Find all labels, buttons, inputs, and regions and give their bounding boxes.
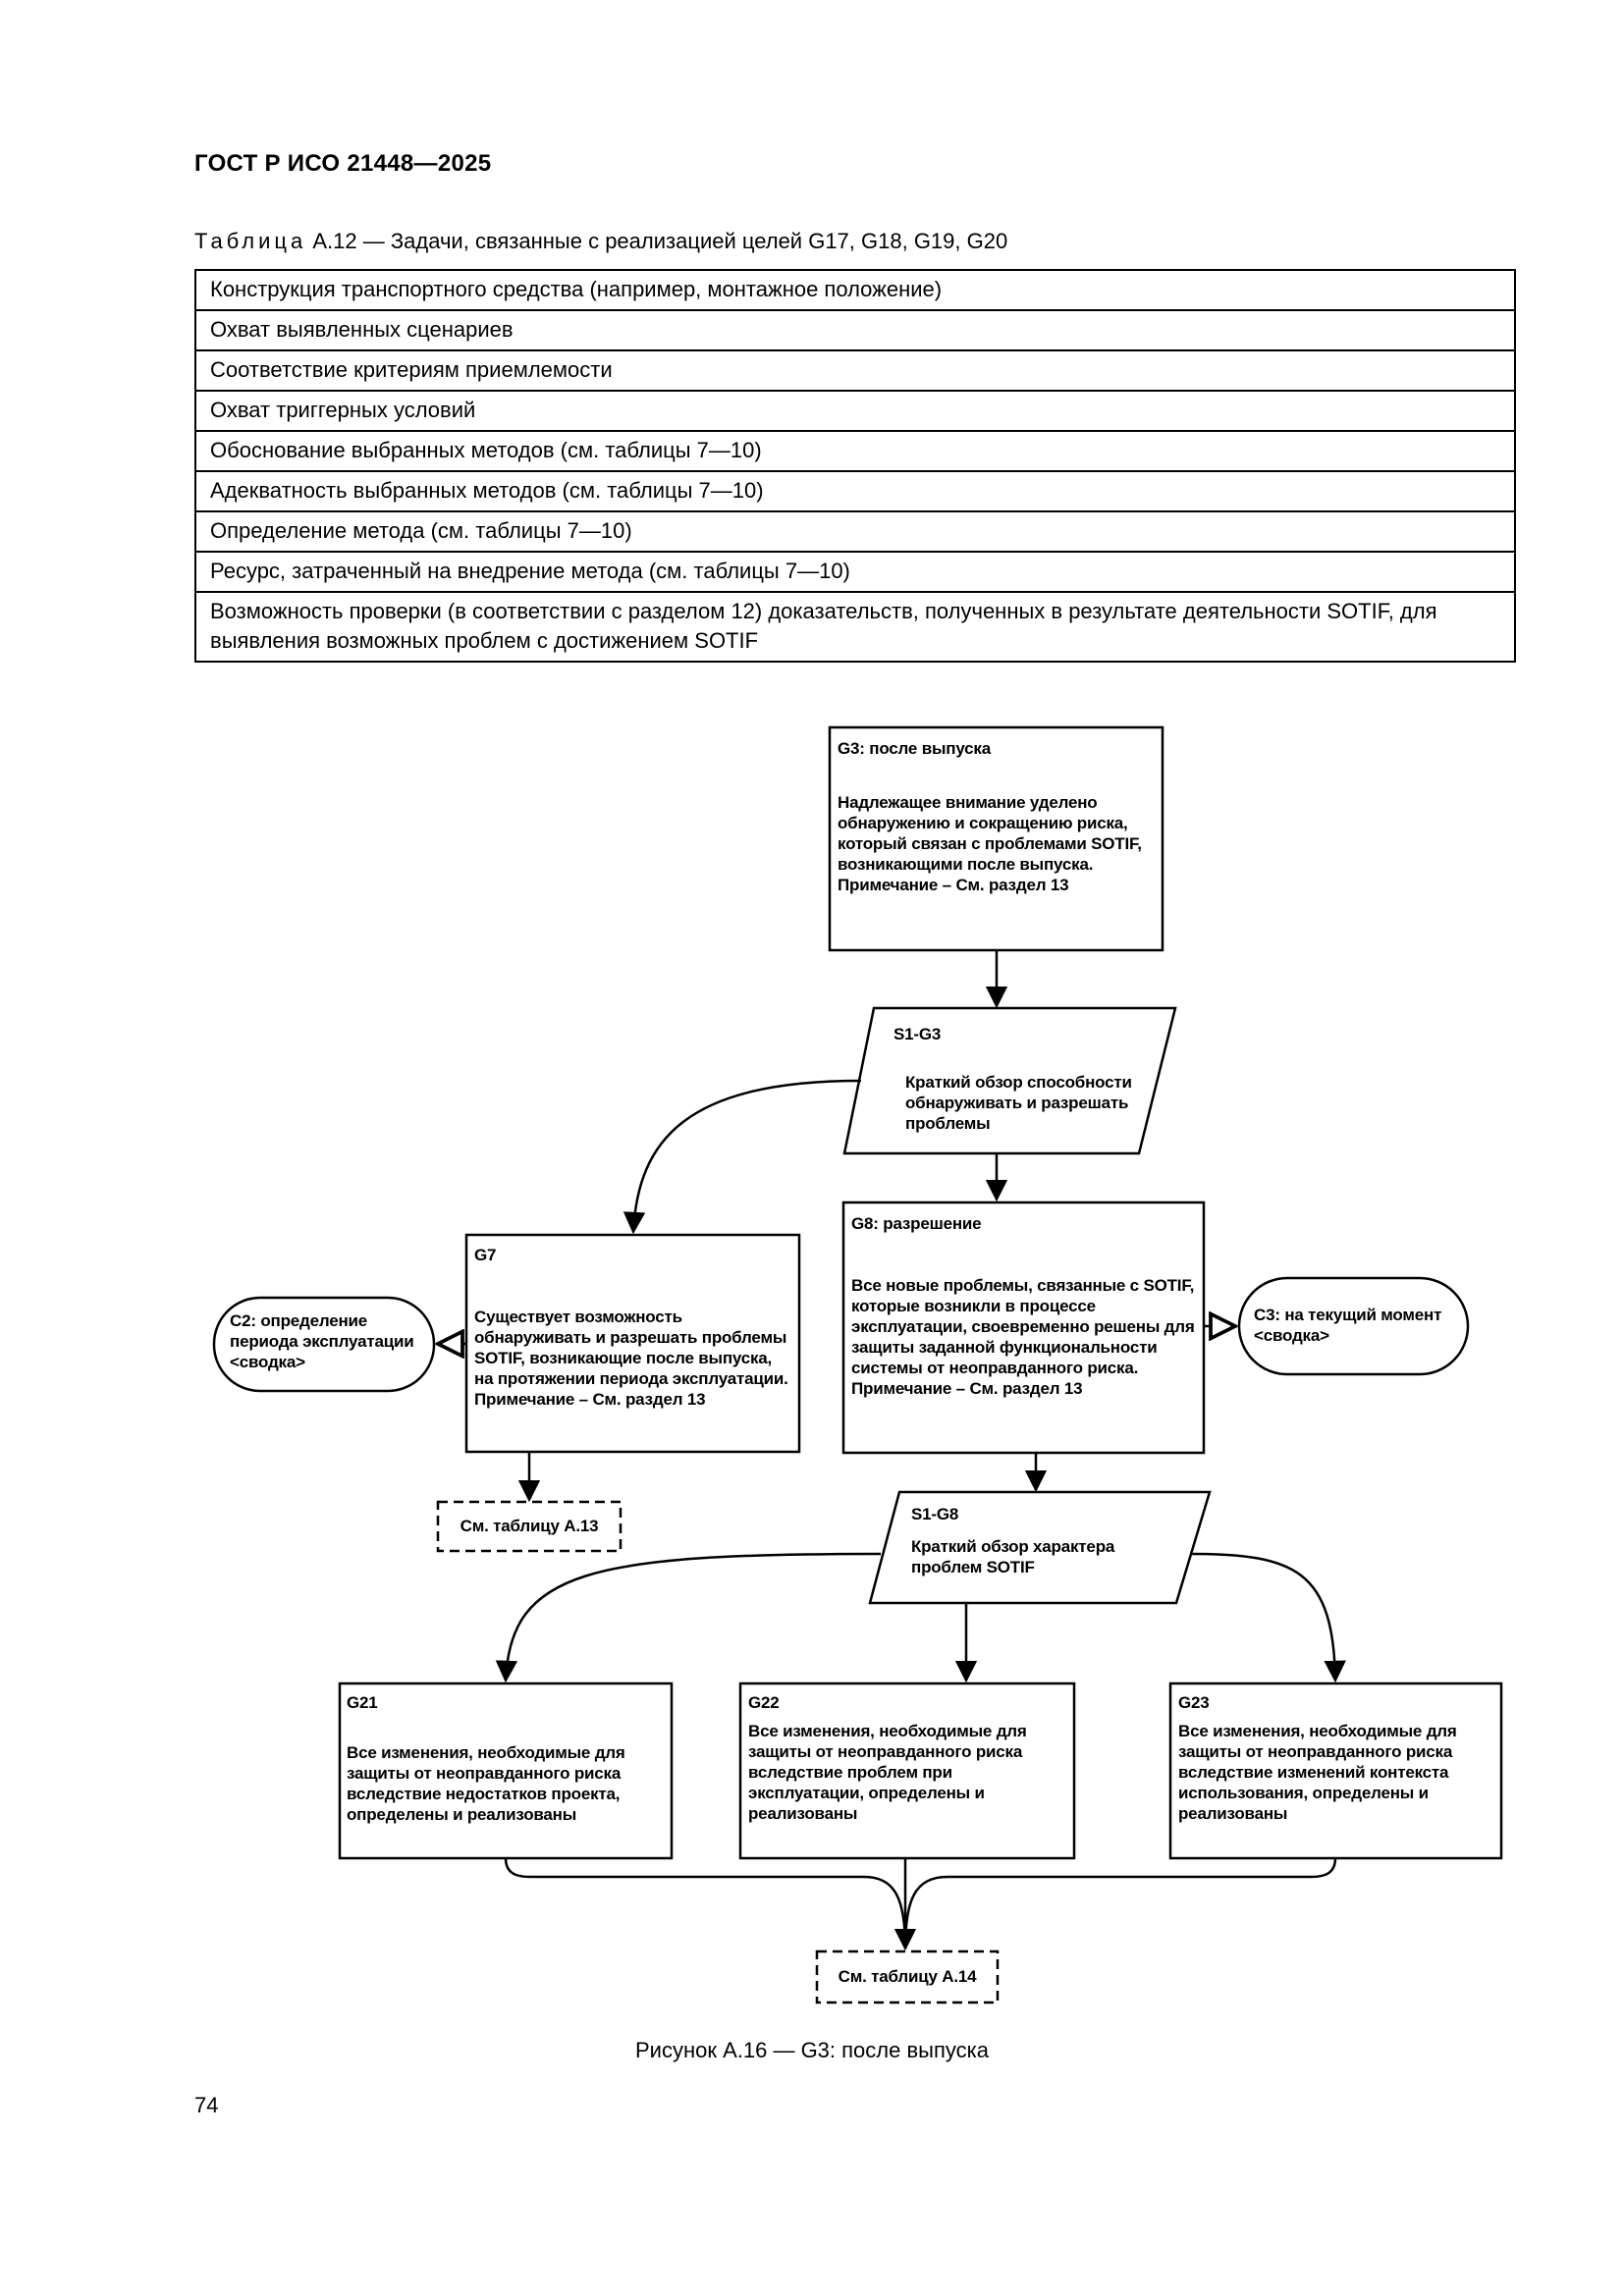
g7-note: Примечание – См. раздел 13 bbox=[474, 1390, 706, 1409]
s1-g8-title: S1-G8 bbox=[911, 1505, 959, 1523]
c2-context-shape bbox=[212, 1296, 436, 1393]
s1-g3-strategy-text: S1-G3 Краткий обзор способности обнаружи… bbox=[893, 1024, 1151, 1134]
g8-body: Все новые проблемы, связанные с SOTIF, к… bbox=[851, 1276, 1195, 1377]
table-cell: Соответствие критериям приемлемости bbox=[194, 349, 1516, 392]
table-row: Обоснование выбранных методов (см. табли… bbox=[194, 430, 1516, 472]
page-number: 74 bbox=[194, 2093, 219, 2117]
table-cell: Определение метода (см. таблицы 7—10) bbox=[194, 510, 1516, 553]
table-row: Охват триггерных условий bbox=[194, 390, 1516, 432]
table-row: Соответствие критериям приемлемости bbox=[194, 349, 1516, 392]
g21-title: G21 bbox=[347, 1693, 378, 1712]
document-header: ГОСТ Р ИСО 21448—2025 bbox=[194, 150, 492, 177]
connector-goals-to-ref-a14-right bbox=[903, 1857, 1337, 1949]
g23-goal-text: G23 Все изменения, необходимые для защит… bbox=[1178, 1692, 1494, 1824]
c2-context-text: C2: определение периода эксплуатации <св… bbox=[230, 1311, 414, 1371]
g23-goal-box bbox=[1168, 1682, 1503, 1860]
g22-goal-text: G22 Все изменения, необходимые для защит… bbox=[748, 1692, 1067, 1824]
g8-goal-box bbox=[841, 1201, 1206, 1455]
s1-g8-strategy-text: S1-G8 Краткий обзор характера проблем SO… bbox=[911, 1504, 1176, 1577]
ref-a14-text: См. таблицу А.14 bbox=[838, 1967, 977, 1986]
g8-note: Примечание – См. раздел 13 bbox=[851, 1379, 1083, 1398]
table-row: Определение метода (см. таблицы 7—10) bbox=[194, 510, 1516, 553]
g21-body: Все изменения, необходимые для защиты от… bbox=[347, 1743, 625, 1824]
table-cell: Ресурс, затраченный на внедрение метода … bbox=[194, 551, 1516, 593]
table-caption-title: А.12 — Задачи, связанные с реализацией ц… bbox=[306, 229, 1008, 253]
table-cell: Адекватность выбранных методов (см. табл… bbox=[194, 470, 1516, 512]
g7-body: Существует возможность обнаруживать и ра… bbox=[474, 1308, 788, 1388]
tasks-table: Конструкция транспортного средства (напр… bbox=[194, 269, 1516, 663]
g21-goal-text: G21 Все изменения, необходимые для защит… bbox=[347, 1692, 666, 1825]
table-row: Конструкция транспортного средства (напр… bbox=[194, 269, 1516, 311]
g3-goal-text: G3: после выпуска Надлежащее внимание уд… bbox=[838, 738, 1157, 895]
figure-caption: Рисунок А.16 — G3: после выпуска bbox=[635, 2038, 989, 2062]
g3-note: Примечание – См. раздел 13 bbox=[838, 876, 1069, 894]
table-cell: Охват триггерных условий bbox=[194, 390, 1516, 432]
connector-s1-g8-to-g21 bbox=[495, 1552, 882, 1683]
g7-goal-box bbox=[464, 1233, 801, 1454]
table-row: Охват выявленных сценариев bbox=[194, 309, 1516, 351]
s1-g8-body: Краткий обзор характера проблем SOTIF bbox=[911, 1537, 1115, 1576]
g3-title: G3: после выпуска bbox=[838, 739, 991, 758]
s1-g3-title: S1-G3 bbox=[893, 1025, 942, 1043]
g22-title: G22 bbox=[748, 1693, 780, 1712]
g7-title: G7 bbox=[474, 1246, 497, 1264]
table-cell: Возможность проверки (в соответствии с р… bbox=[194, 591, 1516, 663]
g23-title: G23 bbox=[1178, 1693, 1210, 1712]
g8-goal-text: G8: разрешение Все новые проблемы, связа… bbox=[851, 1213, 1197, 1399]
g22-body: Все изменения, необходимые для защиты от… bbox=[748, 1722, 1027, 1823]
connector-s1-g3-to-g7 bbox=[623, 1079, 862, 1235]
table-row: Возможность проверки (в соответствии с р… bbox=[194, 591, 1516, 663]
ref-a13-text: См. таблицу А.13 bbox=[460, 1517, 599, 1535]
connector-s1-g8-to-g23 bbox=[1189, 1552, 1346, 1683]
g21-goal-box bbox=[338, 1682, 674, 1860]
g23-body: Все изменения, необходимые для защиты от… bbox=[1178, 1722, 1457, 1823]
connector-goals-to-ref-a14 bbox=[504, 1857, 907, 1949]
table-row: Ресурс, затраченный на внедрение метода … bbox=[194, 551, 1516, 593]
table-cell: Охват выявленных сценариев bbox=[194, 309, 1516, 351]
table-cell: Конструкция транспортного средства (напр… bbox=[194, 269, 1516, 311]
c3-context-text: C3: на текущий момент <сводка> bbox=[1254, 1306, 1442, 1345]
g3-goal-box bbox=[828, 725, 1164, 952]
table-cell: Обоснование выбранных методов (см. табли… bbox=[194, 430, 1516, 472]
c3-context-shape bbox=[1237, 1276, 1470, 1376]
table-caption: Таблица А.12 — Задачи, связанные с реали… bbox=[194, 229, 1007, 254]
table-caption-prefix: Таблица bbox=[194, 229, 307, 253]
s1-g3-body: Краткий обзор способности обнаруживать и… bbox=[905, 1073, 1132, 1133]
table-row: Адекватность выбранных методов (см. табл… bbox=[194, 470, 1516, 512]
s1-g8-strategy-shape bbox=[868, 1490, 1212, 1605]
s1-g3-strategy-shape bbox=[842, 1006, 1177, 1155]
ref-a14-box bbox=[815, 1949, 1000, 2004]
ref-a13-box bbox=[436, 1500, 623, 1553]
g7-goal-text: G7 Существует возможность обнаруживать и… bbox=[474, 1245, 793, 1410]
g8-title: G8: разрешение bbox=[851, 1214, 982, 1233]
g3-body: Надлежащее внимание уделено обнаружению … bbox=[838, 793, 1142, 874]
g22-goal-box bbox=[738, 1682, 1076, 1860]
